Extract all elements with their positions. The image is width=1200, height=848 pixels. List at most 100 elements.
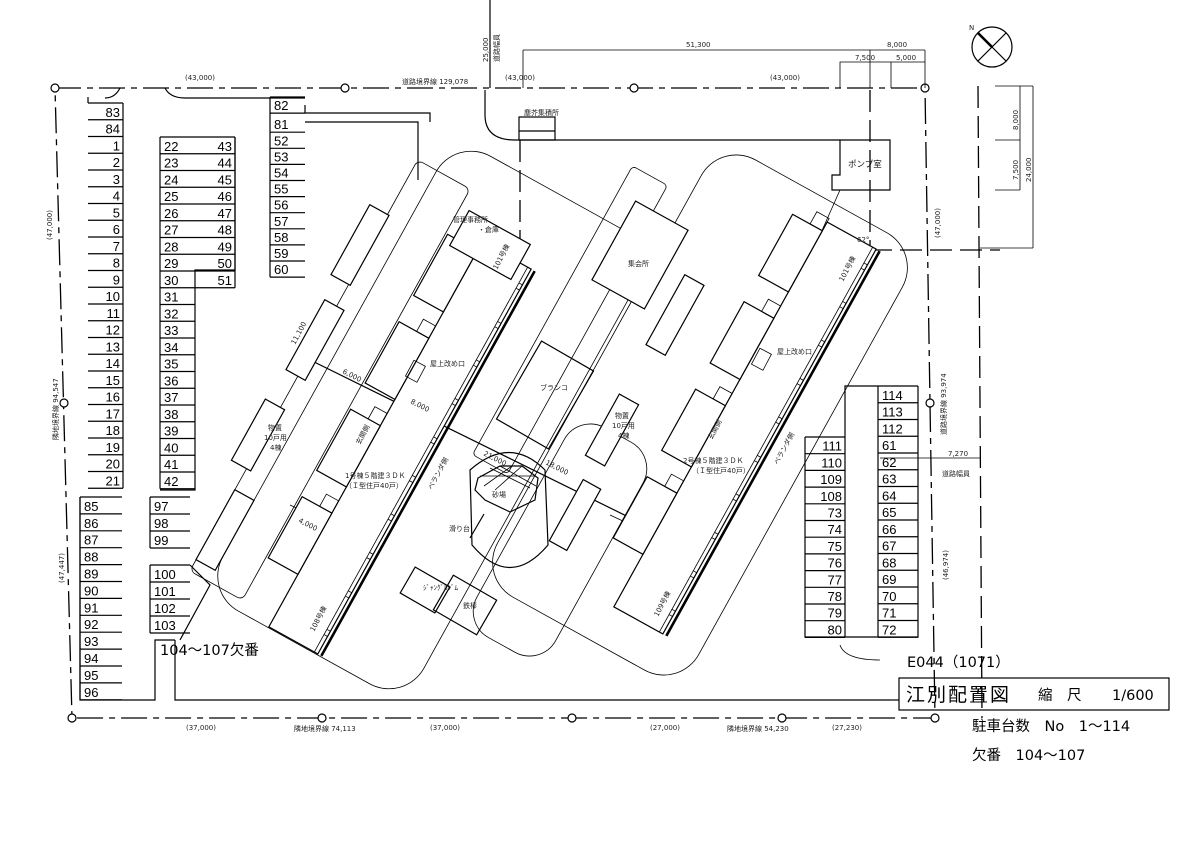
parking-stall-number: 69 [882, 572, 896, 587]
parking-stall-number: 14 [106, 356, 120, 371]
entrance-block [612, 475, 678, 556]
parking-stall: 54 [270, 166, 305, 182]
parking-stall: 94 [80, 651, 122, 667]
parking-stall: 3 [88, 172, 123, 188]
parking-stall-number: 79 [828, 606, 842, 621]
parking-stall: 14 [88, 356, 123, 372]
missing-numbers: 欠番 104～107 [972, 747, 1085, 764]
parking-stall-number: 1 [113, 138, 120, 153]
meeting-hall [591, 200, 689, 310]
parking-stall-number: 63 [882, 472, 896, 487]
storage-shed [285, 298, 345, 382]
road-width-right-val: 7,270 [948, 450, 968, 458]
parking-stall-number: 64 [882, 488, 896, 503]
road-lines [104, 0, 1000, 719]
parking-stall-number: 16 [106, 390, 120, 405]
parking-stall-number: 114 [882, 388, 903, 403]
parking-stall: 57 [270, 214, 305, 230]
parking-stall-number: 111 [822, 439, 842, 454]
entrance-block [267, 495, 333, 576]
parking-column-col_c: 2223242526272829303132333435363738394041… [159, 136, 195, 490]
building-1-desc-2: （Ｉ型住戸40戸） [345, 481, 403, 490]
dim-51300: 51,300 [686, 41, 711, 49]
parking-stall: 22 [160, 139, 195, 155]
parking-stall: 33 [160, 323, 195, 339]
parking-stall: 12 [88, 323, 123, 339]
pump-room [831, 139, 891, 191]
stair [367, 406, 388, 427]
dim-bottom-4: (27,230) [832, 724, 862, 732]
parking-stall-number: 110 [821, 455, 842, 470]
parking-stall-number: 28 [164, 239, 178, 254]
parking-stall: 55 [270, 182, 305, 198]
parking-stall: 79 [805, 606, 845, 622]
parking-stall: 26 [160, 206, 195, 222]
parking-stall: 7 [88, 239, 123, 255]
property-boundary [50, 83, 940, 723]
parking-stall: 66 [878, 522, 918, 538]
parking-stall: 32 [160, 306, 195, 322]
dim-r-7500: 7,500 [1012, 160, 1020, 180]
dim-r-24000: 24,000 [1025, 158, 1033, 183]
parking-stall-number: 91 [84, 600, 98, 615]
parking-stall-number: 66 [882, 522, 896, 537]
parking-stall: 97 [150, 499, 190, 515]
garbage-station-label: 塵芥集積所 [524, 108, 559, 117]
parking-stall: 77 [805, 572, 845, 588]
section-line [299, 354, 666, 536]
parking-stall: 17 [88, 406, 123, 422]
parking-stall-number: 7 [113, 239, 120, 254]
parking-count: 駐車台数 No 1～114 [972, 718, 1130, 735]
parking-stall-number: 77 [828, 572, 842, 587]
path-outline [473, 167, 667, 473]
parking-stall: 46 [195, 189, 235, 205]
parking-stall: 34 [160, 340, 195, 356]
parking-stall: 27 [160, 223, 195, 239]
storage-label-r2: 10戸用 [612, 422, 635, 430]
parking-stall-number: 113 [882, 405, 903, 420]
dim-left-1: (47,000) [46, 210, 54, 240]
dim-bottom-boundary-1: 隣地境界線 74,113 [294, 724, 356, 733]
parking-stall-number: 29 [164, 256, 178, 271]
swing-area [495, 340, 595, 450]
parking-stall: 101 [150, 584, 190, 600]
sandbox-hatch [480, 465, 537, 491]
roof-hatch-icon [404, 359, 426, 383]
parking-stall-number: 108 [820, 489, 842, 504]
dim-bottom-3: (27,000) [650, 724, 680, 732]
parking-stall: 13 [88, 339, 123, 355]
parking-stall: 53 [270, 149, 305, 165]
parking-stall: 72 [878, 622, 918, 638]
parking-stall: 75 [805, 539, 845, 555]
parking-stall: 39 [160, 424, 195, 440]
storage-label-3: 4棟 [270, 443, 281, 452]
parking-stall-number: 20 [106, 457, 120, 472]
parking-stall: 113 [878, 405, 918, 421]
veranda-line [320, 270, 536, 657]
parking-stall-number: 11 [107, 306, 121, 321]
storage-shed [548, 478, 602, 552]
parking-stall: 87 [80, 533, 122, 549]
parking-stall-number: 17 [106, 406, 120, 421]
parking-stall-number: 109 [820, 472, 842, 487]
parking-stall: 64 [878, 488, 918, 504]
parking-stall-number: 23 [164, 156, 178, 171]
parking-stall: 99 [150, 533, 190, 549]
parking-stall-number: 4 [113, 189, 120, 204]
parking-stall-number: 44 [218, 156, 232, 171]
dim-top-1: (43,000) [185, 74, 215, 82]
parking-stall: 40 [160, 440, 195, 456]
building-2-desc: 2号棟５階建３ＤＫ [683, 456, 743, 465]
parking-stall: 89 [80, 567, 122, 583]
parking-stall-number: 85 [84, 499, 98, 514]
parking-stall-number: 47 [218, 206, 232, 221]
parking-stall: 48 [195, 223, 235, 239]
parking-stall-number: 22 [164, 139, 178, 154]
parking-stall-number: 70 [882, 589, 896, 604]
dim-7500: 7,500 [855, 54, 875, 62]
parking-stall-number: 97 [154, 499, 168, 514]
parking-stall: 62 [878, 455, 918, 471]
